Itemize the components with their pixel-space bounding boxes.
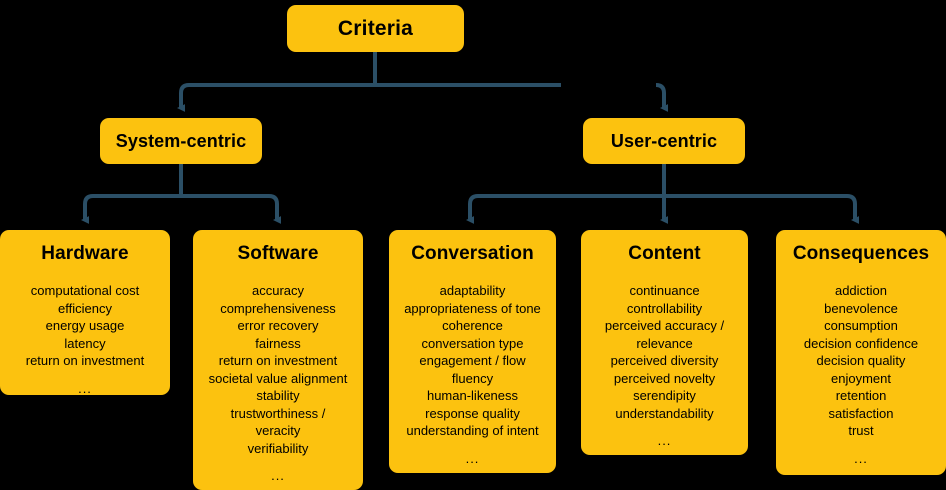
node-content-title: Content <box>628 243 701 264</box>
criteria-item: trust <box>848 423 874 438</box>
criteria-item: coherence <box>442 318 503 333</box>
criteria-item: computational cost <box>30 283 140 298</box>
edge-system-to-hardware <box>83 194 94 205</box>
edge-criteria-to-user <box>655 83 666 94</box>
criteria-item: decision confidence <box>803 335 919 351</box>
criteria-item: veracity <box>255 423 301 438</box>
node-software[interactable]: Software accuracy comprehensiveness error … <box>193 230 363 490</box>
software-criteria-list: accuracy comprehensiveness error recovery f… <box>199 282 357 485</box>
criteria-item: comprehensiveness <box>220 300 336 316</box>
criteria-item: error recovery <box>237 318 319 333</box>
node-conversation-title: Conversation <box>411 243 534 264</box>
criteria-item: satisfaction <box>828 405 894 421</box>
node-user-centric-label: User-centric <box>610 130 718 151</box>
criteria-item: perceived novelty <box>613 370 716 386</box>
node-hardware-title: Hardware <box>41 243 129 264</box>
criteria-item: accuracy <box>251 283 305 298</box>
node-system-centric-label: System-centric <box>115 130 247 151</box>
criteria-item: response quality <box>425 405 520 421</box>
node-criteria[interactable]: Criteria <box>287 5 464 52</box>
criteria-item: relevance <box>636 335 693 351</box>
content-criteria-list: continuance controllability perceived accu… <box>587 282 742 450</box>
criteria-item: appropriateness of tone <box>404 300 541 316</box>
node-user-centric[interactable]: User-centric <box>583 118 745 164</box>
criteria-item: return on investment <box>218 353 338 368</box>
hardware-criteria-list: computational cost efficiency energy usage… <box>6 282 164 397</box>
criteria-item: decision quality <box>816 353 906 368</box>
criteria-item: adaptability <box>439 283 506 298</box>
node-content[interactable]: Content continuance controllability percei… <box>581 230 748 455</box>
criteria-ellipsis: ... <box>465 450 480 466</box>
node-criteria-label: Criteria <box>337 16 414 40</box>
criteria-item: continuance <box>629 283 700 298</box>
edge-user-to-conversation <box>468 194 479 205</box>
node-consequences-title: Consequences <box>792 243 930 264</box>
conversation-criteria-list: adaptability appropriateness of tone coher… <box>395 282 550 467</box>
consequences-criteria-list: addiction benevolence consumption decision … <box>782 282 940 467</box>
criteria-item: societal value alignment <box>208 370 348 386</box>
node-hardware[interactable]: Hardware computational cost efficiency ene… <box>0 230 170 397</box>
edge-criteria-to-system <box>179 83 190 94</box>
criteria-item: understanding of intent <box>406 423 539 438</box>
criteria-item: consumption <box>824 318 898 333</box>
criteria-item: benevolence <box>824 300 898 316</box>
criteria-item: latency <box>64 335 106 351</box>
node-consequences[interactable]: Consequences addiction benevolence consump… <box>776 230 946 475</box>
criteria-item: return on investment <box>25 353 145 368</box>
criteria-item: conversation type <box>421 335 524 351</box>
criteria-item: human-likeness <box>426 388 519 403</box>
edge-system-to-software <box>268 194 279 205</box>
criteria-ellipsis: ... <box>78 380 92 396</box>
criteria-item: serendipity <box>633 388 696 403</box>
criteria-item: retention <box>835 388 887 403</box>
criteria-item: controllability <box>626 300 703 316</box>
criteria-item: verifiability <box>247 440 309 456</box>
criteria-item: perceived diversity <box>610 353 719 368</box>
criteria-item: trustworthiness / <box>230 405 326 421</box>
node-software-title: Software <box>237 243 319 264</box>
criteria-item: efficiency <box>58 300 112 316</box>
criteria-item: fluency <box>451 370 494 386</box>
criteria-item: understandability <box>615 405 714 421</box>
node-conversation[interactable]: Conversation adaptability appropriateness… <box>389 230 556 473</box>
criteria-item: energy usage <box>45 318 125 333</box>
criteria-item: perceived accuracy / <box>604 318 725 333</box>
criteria-ellipsis: ... <box>657 433 672 448</box>
criteria-item: enjoyment <box>831 370 891 386</box>
criteria-item: addiction <box>834 283 888 298</box>
edge-user-to-consequences <box>846 194 857 205</box>
criteria-ellipsis: ... <box>271 468 285 483</box>
criteria-item: fairness <box>255 335 301 351</box>
node-system-centric[interactable]: System-centric <box>100 118 262 164</box>
criteria-item: engagement / flow <box>419 353 526 368</box>
criteria-item: stability <box>256 388 300 403</box>
criteria-ellipsis: ... <box>854 450 868 466</box>
